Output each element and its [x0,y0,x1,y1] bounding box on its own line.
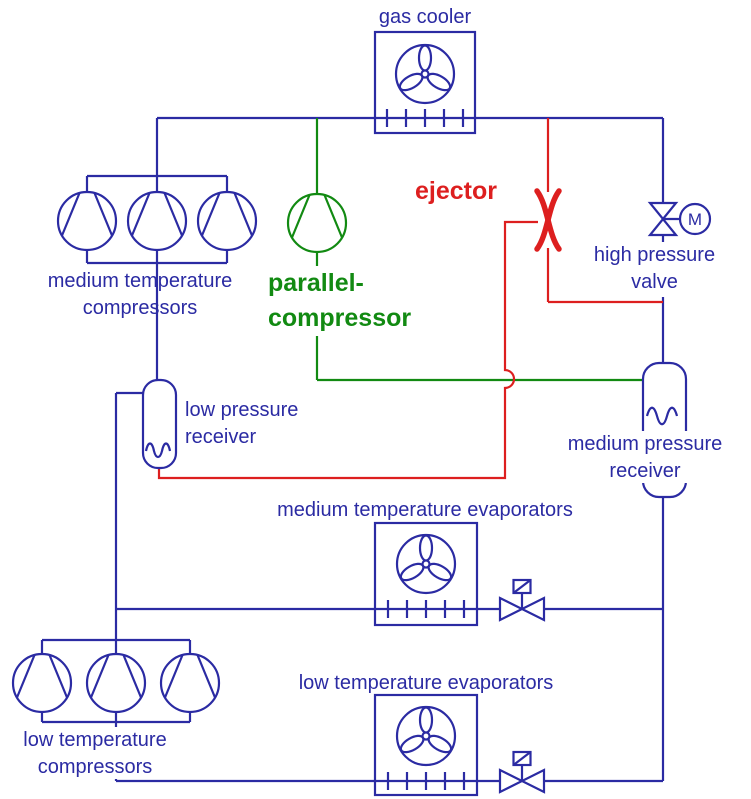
liquid-level-wave [144,442,172,459]
parallel-compressor-label: parallel- compressor [268,266,420,336]
low-pressure-receiver-vessel [141,378,178,470]
fan-icon [395,705,457,767]
lt-evaporators-label: low temperature evaporators [298,672,554,694]
ejector-label: ejector [415,177,497,205]
liquid-level-wave [645,406,679,426]
ejector-suction-pipe [157,220,538,480]
motor-valve-icon: M [647,201,712,237]
expansion-valve-icon [498,578,546,622]
compressor-icon [126,190,188,252]
evaporator-box [373,693,479,797]
parallel-compressor-icon [286,192,348,254]
gas-cooler-unit [373,30,477,135]
medium-temperature-compressors [56,190,258,252]
hp-valve-label: high pressure valve [582,242,727,295]
mt-compressors-label: medium temperature compressors [47,270,233,319]
mp-receiver-label: medium pressure receiver [545,431,745,483]
lt-compressors-label: low temperature compressors [15,727,175,779]
discharge-header-pipe [85,116,663,380]
fan-icon [394,43,456,105]
compressor-icon [159,652,221,714]
heat-exchanger-fins [386,772,466,790]
ejector-motive-pipe [546,118,663,304]
compressor-icon [11,652,73,714]
fan-icon [395,533,457,595]
evaporator-box [373,521,479,627]
low-temperature-evaporators-unit [373,693,546,797]
motor-label: M [688,210,702,229]
expansion-valve-icon [498,750,546,794]
lp-receiver-label: low pressure receiver [185,399,299,448]
medium-temperature-evaporators-unit [373,521,546,627]
compressor-icon [56,190,118,252]
ejector-icon [534,188,562,252]
compressor-icon [196,190,258,252]
suction-return-pipe [40,391,192,781]
compressor-icon [85,652,147,714]
mt-evaporators-label: medium temperature evaporators [277,499,573,521]
medium-pressure-receiver-vessel [641,361,688,499]
heat-exchanger-fins [386,600,466,618]
heat-exchanger-fins [385,109,465,127]
gas-cooler-box [373,30,477,135]
low-temperature-compressors [11,652,221,714]
gas-cooler-label: gas cooler [378,6,472,28]
